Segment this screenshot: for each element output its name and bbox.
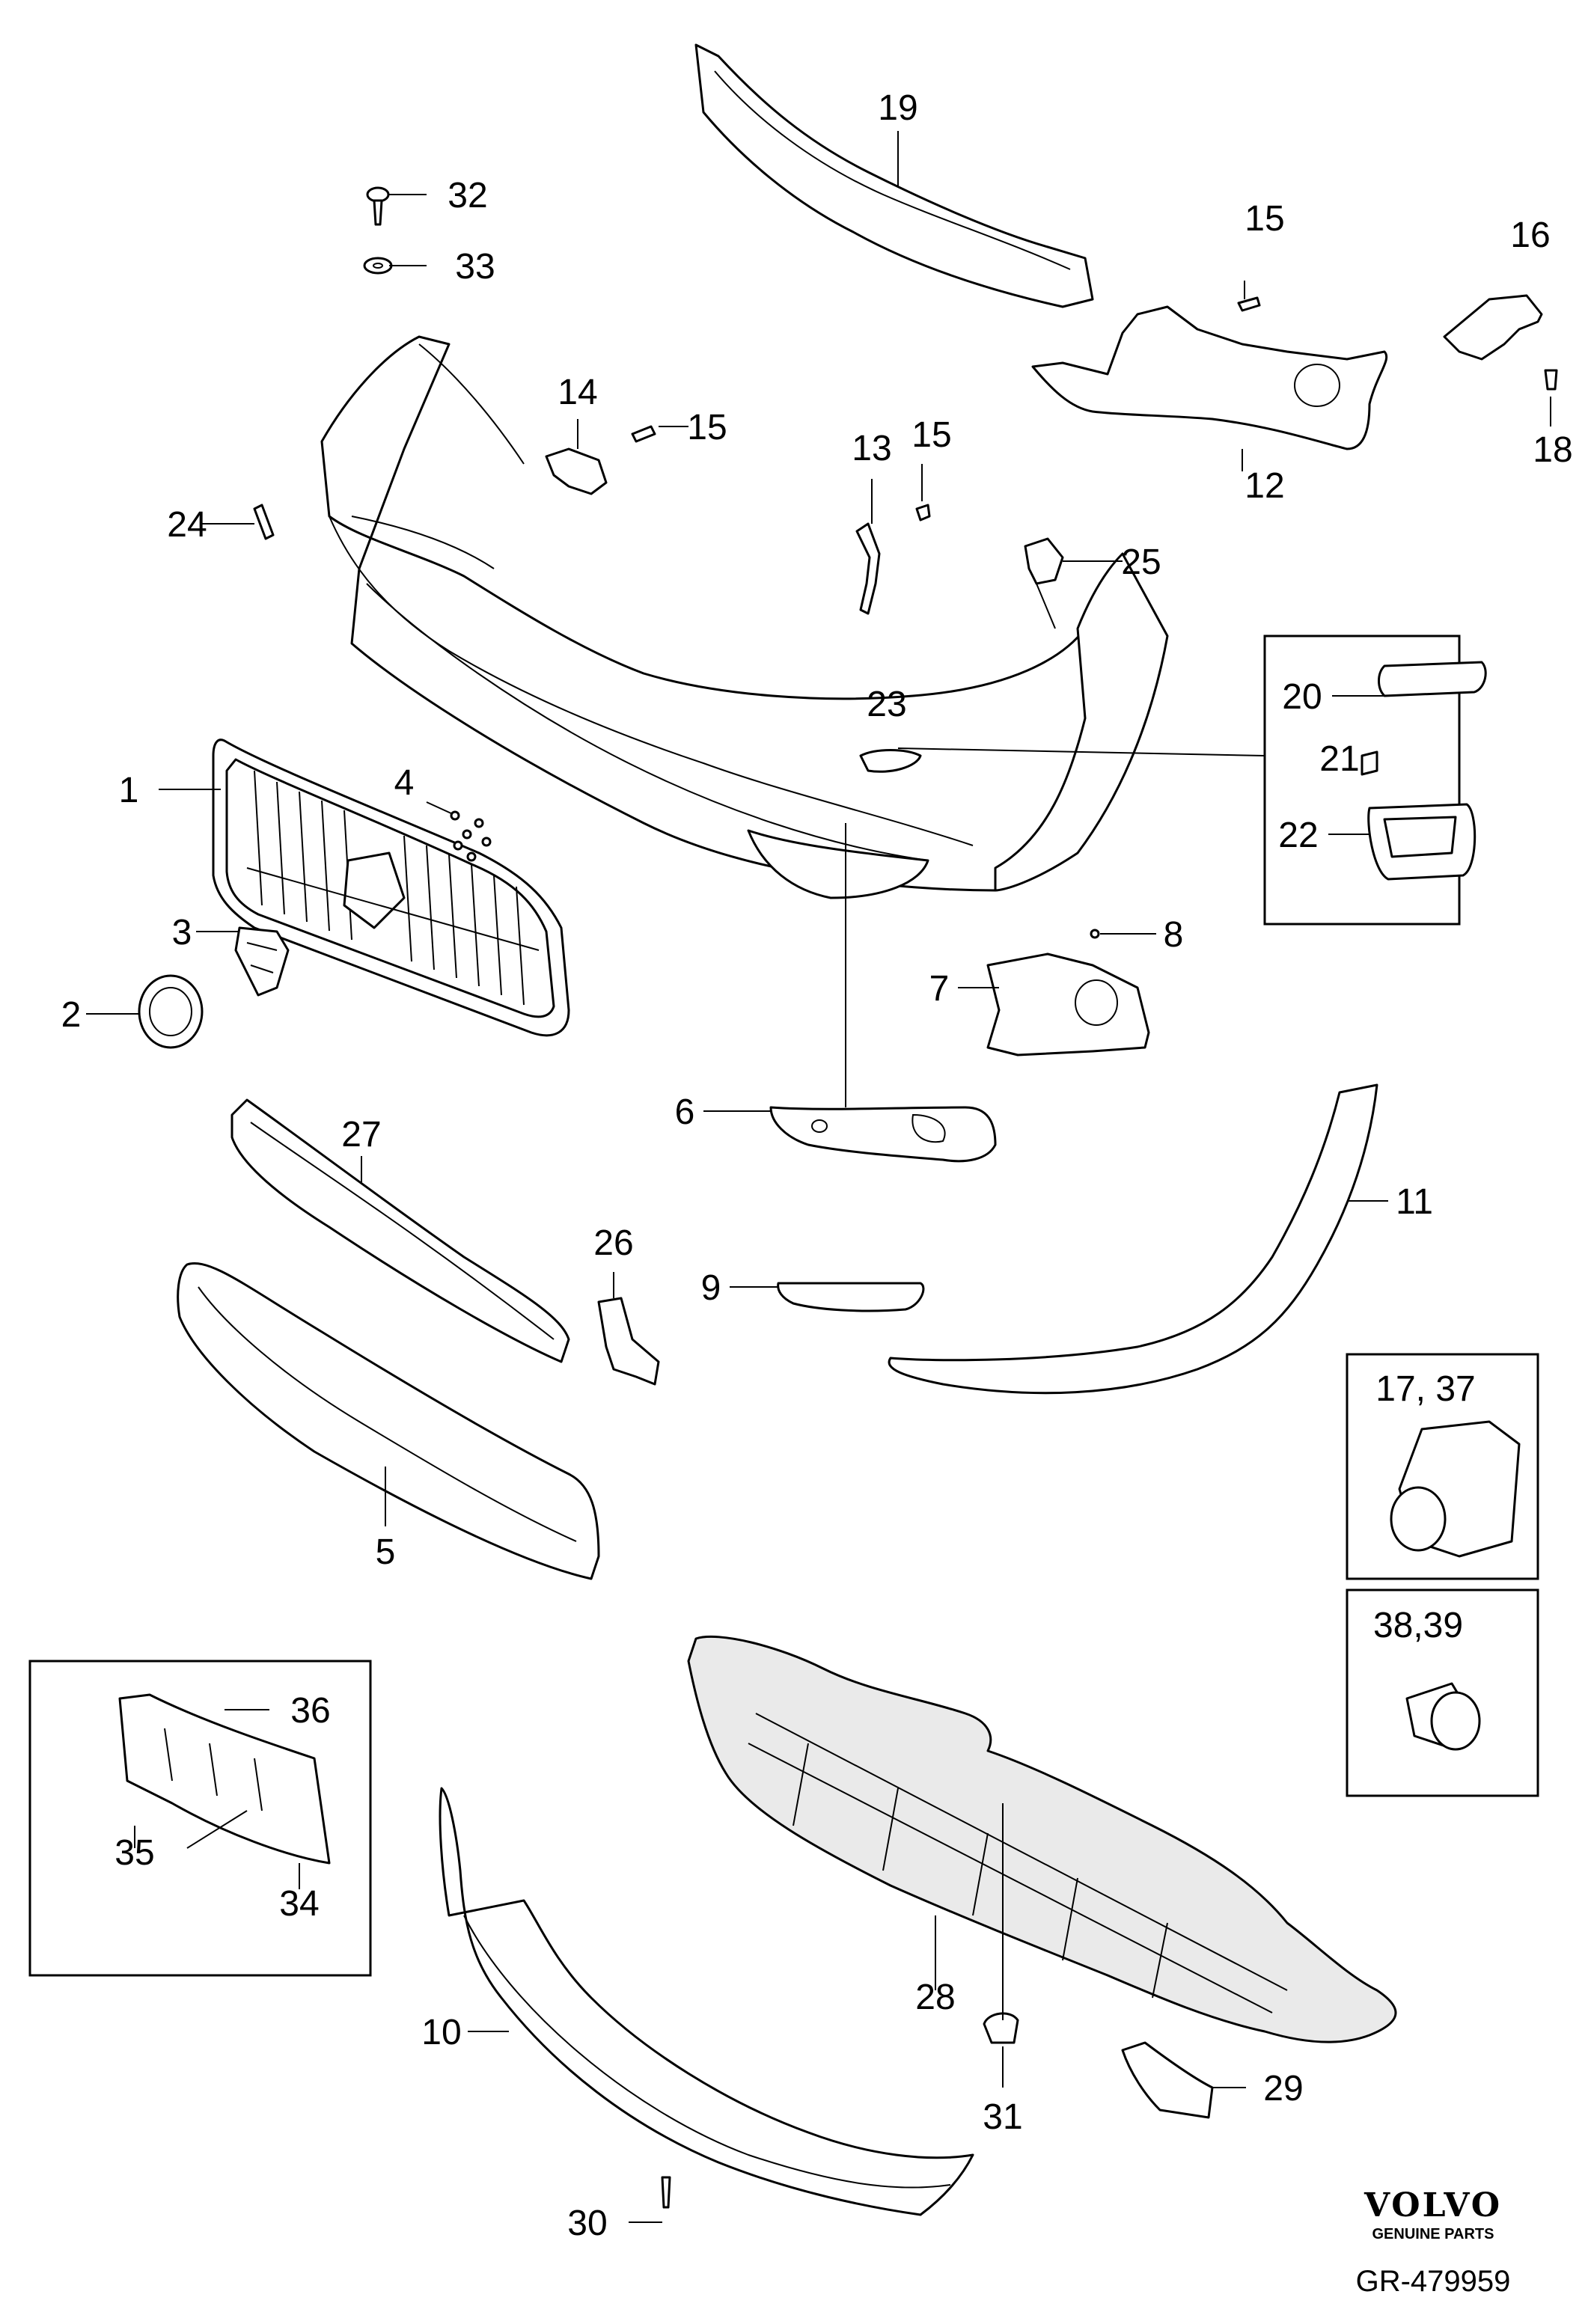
brand-logo: VOLVO [1364,2186,1502,2224]
side-moulding [888,1083,1378,1395]
callout-8: 8 [1164,915,1184,955]
bumper-guide-bracket [1031,305,1388,450]
grille-emblem [138,974,204,1049]
brand-tagline: GENUINE PARTS [1372,2226,1494,2242]
callout-labels: 1 2 3 4 5 6 7 8 9 10 11 12 13 14 15 15 1… [61,88,1573,2243]
callout-24: 24 [167,505,207,545]
callout-25: 25 [1121,542,1161,582]
bolt-30 [661,2176,671,2209]
screw-8 [1090,929,1100,939]
inset-box-38-39 [1346,1588,1539,1797]
callout-23: 23 [867,685,906,724]
callout-38-39: 38,39 [1373,1606,1463,1645]
grille-trim-strip [230,1098,570,1363]
grille-clips [450,810,492,862]
callout-19: 19 [878,88,917,128]
bracket-25 [1024,537,1064,585]
lower-grille-frame [177,1262,600,1580]
callout-28: 28 [915,1978,955,2017]
bolt-32 [366,186,390,226]
screw-15-a [631,425,656,443]
radiator-grille [212,739,570,1037]
callout-34: 34 [279,1884,319,1924]
callout-9: 9 [701,1268,721,1308]
callout-26: 26 [593,1223,633,1263]
inset-box-20-22 [1263,634,1487,926]
wiring-harness [855,522,881,615]
lower-spoiler [439,1787,974,2216]
screw-18 [1544,369,1558,391]
callout-29: 29 [1263,2069,1303,2109]
screw-15-b [915,504,931,522]
trim-9 [777,1282,925,1312]
callout-21: 21 [1319,739,1359,779]
callout-5: 5 [376,1532,396,1572]
fog-lamp-surround [769,1106,997,1163]
clip-31 [983,2012,1019,2044]
callout-4: 4 [394,763,415,803]
callout-3: 3 [172,913,192,952]
trim-strip-24 [253,504,275,540]
callout-22: 22 [1278,816,1318,855]
callout-30: 30 [567,2204,607,2243]
callout-2: 2 [61,995,82,1035]
callout-6: 6 [675,1092,695,1132]
callout-18: 18 [1533,430,1572,470]
callout-32: 32 [448,176,487,215]
air-duct-bracket [986,952,1150,1056]
callout-13: 13 [852,429,891,468]
inset-box-34-36 [28,1660,372,1977]
callout-16: 16 [1510,215,1550,255]
screw-15-c [1237,296,1261,312]
callout-14: 14 [558,373,597,412]
brand-block: VOLVO GENUINE PARTS GR-479959 [1356,2186,1511,2298]
side-bracket-26 [597,1297,660,1386]
callout-33: 33 [455,247,495,287]
bumper-cover [320,335,1169,899]
callout-35: 35 [114,1833,154,1873]
callout-27: 27 [341,1115,381,1155]
splash-shield [687,1635,1397,2043]
washer-33 [363,257,393,275]
callout-17-37: 17, 37 [1375,1369,1475,1409]
inset-box-17-37 [1346,1353,1539,1580]
callout-15-b: 15 [911,415,951,455]
callout-1: 1 [119,771,139,810]
callout-7: 7 [929,969,950,1009]
callout-15-c: 15 [1245,199,1284,239]
cover-29 [1121,2041,1214,2119]
bumper-reinforcement [694,43,1094,308]
callout-11: 11 [1396,1182,1433,1222]
callout-10: 10 [421,2013,461,2052]
bracket-14 [545,447,608,495]
callout-12: 12 [1245,466,1284,506]
leader-lines [86,131,1551,2223]
side-bracket-16 [1443,294,1543,361]
callout-15-a: 15 [687,408,727,447]
callout-36: 36 [290,1691,330,1731]
emblem-bracket [234,926,290,997]
diagram-reference: GR-479959 [1356,2265,1511,2298]
callout-31: 31 [983,2097,1022,2137]
callout-20: 20 [1282,677,1322,717]
